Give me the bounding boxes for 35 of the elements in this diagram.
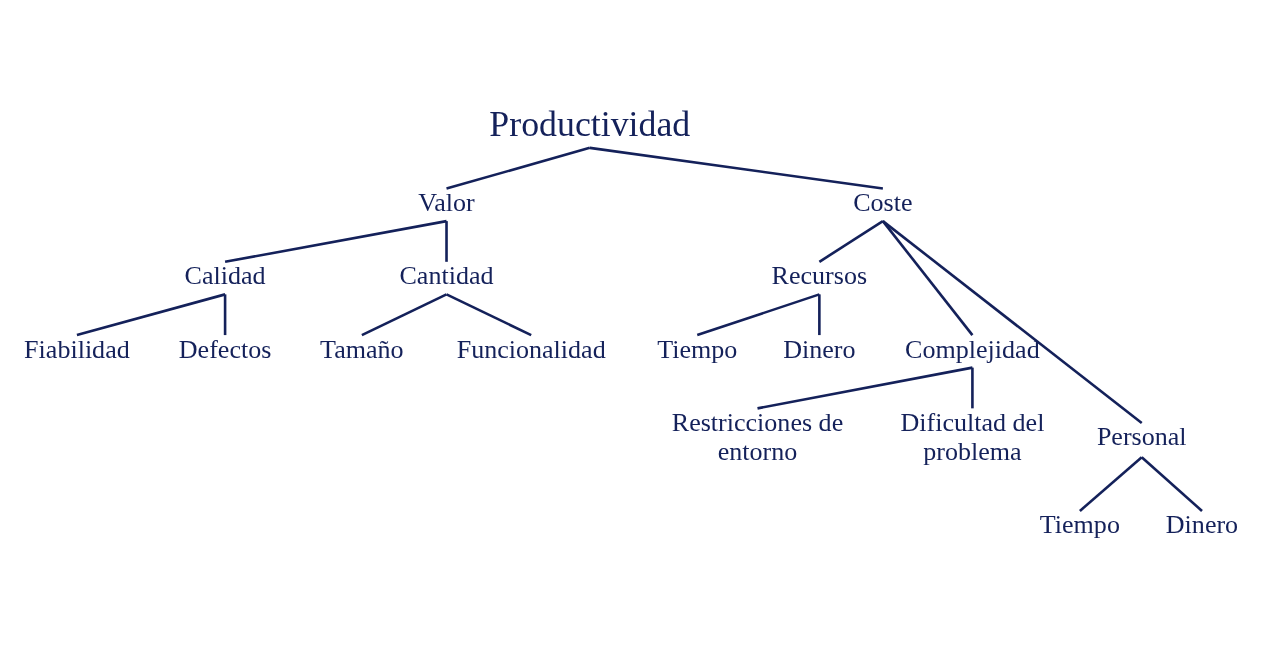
connector <box>1140 456 1203 512</box>
node-text: Complejidad <box>905 334 1040 364</box>
node-text: Calidad <box>184 261 266 291</box>
connector <box>223 294 227 336</box>
node-text: Personal <box>1096 422 1187 452</box>
node-text: Dinero <box>1165 510 1239 540</box>
node-text: Defectos <box>178 334 272 364</box>
node-text: Restricciones de entorno <box>671 407 844 467</box>
connector <box>818 294 821 336</box>
node-text: Valor <box>418 188 475 218</box>
connector <box>881 220 974 336</box>
connector <box>224 219 447 264</box>
node-text: Productividad <box>489 103 691 144</box>
connector <box>446 146 591 190</box>
node-text: Tiempo <box>1039 510 1120 540</box>
connector <box>1079 456 1143 512</box>
connector <box>818 220 884 263</box>
connector <box>882 220 1143 425</box>
connector <box>445 293 532 337</box>
node-text: Tamaño <box>320 334 404 364</box>
connector <box>76 293 226 337</box>
node-text: Cantidad <box>399 261 494 291</box>
node-text: Recursos <box>771 261 868 291</box>
node-text: Coste <box>853 188 913 218</box>
node-text: Funcionalidad <box>456 334 606 364</box>
node-text: Fiabilidad <box>24 334 130 364</box>
connector <box>361 293 448 337</box>
connector <box>971 367 974 409</box>
node-text: Dificultad del problema <box>900 407 1045 467</box>
connector <box>757 366 973 410</box>
node-text: Dinero <box>783 334 856 364</box>
connector <box>445 221 448 262</box>
connector <box>589 146 884 190</box>
node-text: Tiempo <box>657 334 738 364</box>
connector <box>696 293 820 337</box>
